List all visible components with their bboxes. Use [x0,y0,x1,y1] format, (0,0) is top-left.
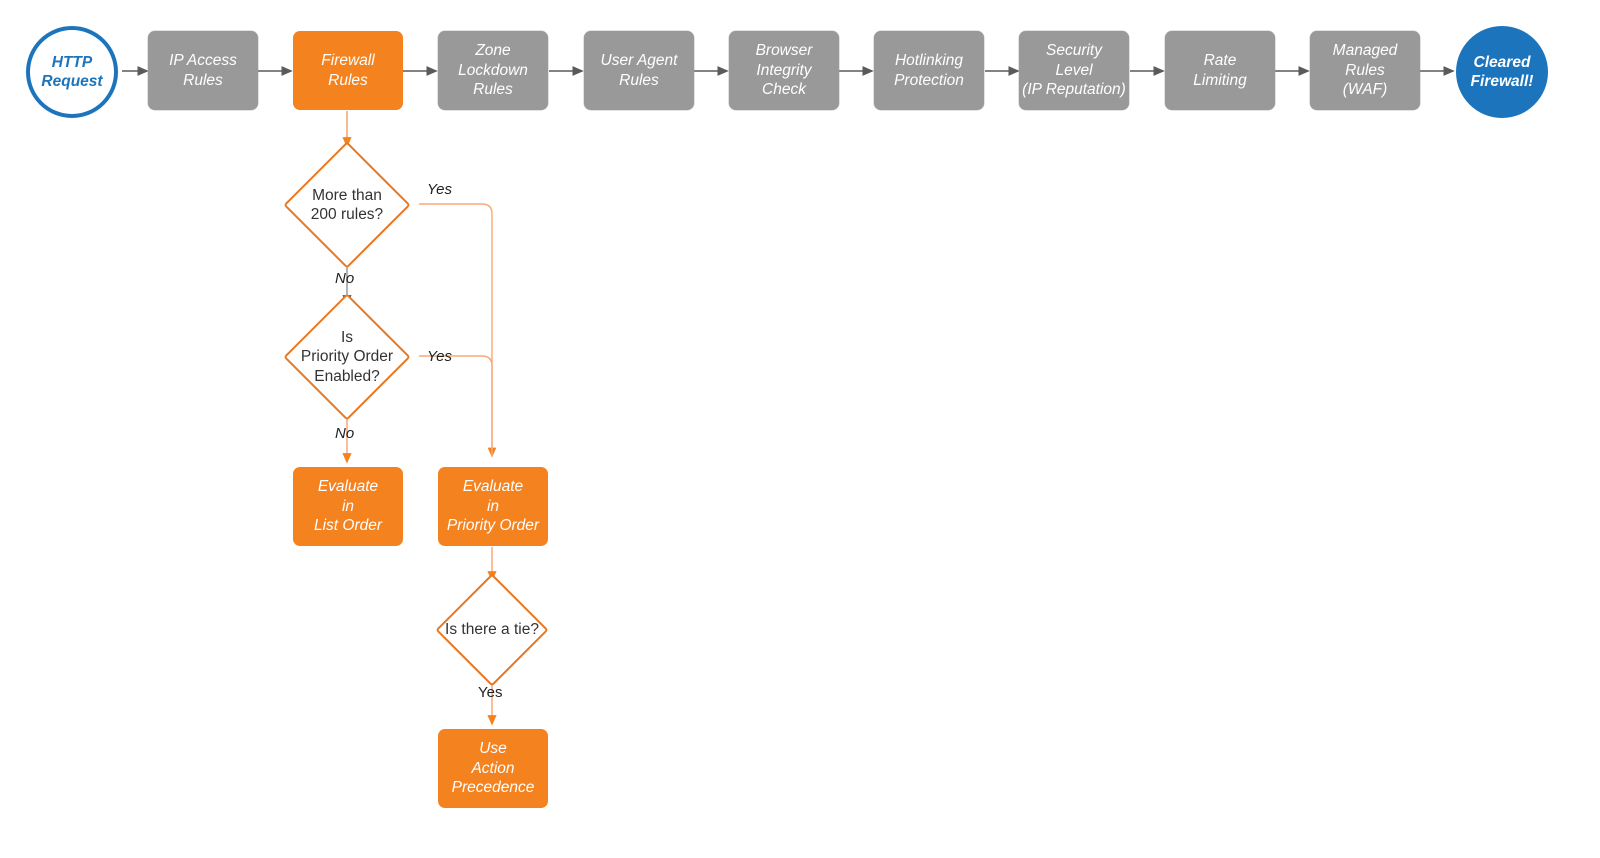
node-zone-lockdown-rules[interactable]: Zone Lockdown Rules [438,31,548,110]
node-ip-access-rules[interactable]: IP Access Rules [148,31,258,110]
node-http-request[interactable]: HTTP Request [26,26,118,118]
node-use-action-precedence[interactable]: Use Action Precedence [438,729,548,808]
node-evaluate-in-list-order[interactable]: Evaluate in List Order [293,467,403,546]
node-user-agent-rules[interactable]: User Agent Rules [584,31,694,110]
node-cleared-firewall-label: Cleared Firewall! [1470,54,1534,90]
node-http-request-label: HTTP Request [41,54,103,90]
node-evaluate-in-priority-order-label: Evaluate in Priority Order [446,478,540,535]
node-browser-integrity-check[interactable]: Browser Integrity Check [729,31,839,110]
node-evaluate-in-priority-order[interactable]: Evaluate in Priority Order [438,467,548,546]
node-hotlinking-protection[interactable]: Hotlinking Protection [874,31,984,110]
node-use-action-precedence-label: Use Action Precedence [451,740,535,797]
node-decision-is-there-a-tie[interactable]: Is there a tie? [422,573,562,687]
edge-label-priority-order-yes: Yes [427,348,453,365]
node-evaluate-in-list-order-label: Evaluate in List Order [313,478,383,535]
edge-more-rules-yes [419,203,497,458]
edge-label-tie-yes: Yes [478,684,503,701]
node-user-agent-rules-label: User Agent Rules [600,52,678,89]
node-security-level-label: Security Level (IP Reputation) [1022,42,1126,99]
edge-label-more-rules-yes: Yes [427,181,453,198]
node-security-level[interactable]: Security Level (IP Reputation) [1019,31,1129,110]
node-managed-rules-waf-label: Managed Rules (WAF) [1332,42,1398,99]
node-zone-lockdown-rules-label: Zone Lockdown Rules [458,42,528,99]
node-decision-is-priority-order-enabled-label: Is Priority Order Enabled? [300,328,394,385]
node-decision-is-priority-order-enabled[interactable]: Is Priority Order Enabled? [277,293,417,421]
node-cleared-firewall[interactable]: Cleared Firewall! [1456,26,1548,118]
node-firewall-rules[interactable]: Firewall Rules [293,31,403,110]
node-decision-more-than-200-rules-label: More than 200 rules? [310,186,384,224]
edge-label-more-rules-no: No [335,270,355,287]
node-rate-limiting[interactable]: Rate Limiting [1165,31,1275,110]
node-ip-access-rules-label: IP Access Rules [169,52,237,89]
node-hotlinking-protection-label: Hotlinking Protection [894,52,964,89]
node-firewall-rules-label: Firewall Rules [321,52,375,89]
edge-priority-order-yes [419,355,493,456]
edge-label-priority-order-no: No [335,425,355,442]
node-browser-integrity-check-label: Browser Integrity Check [755,42,813,99]
node-managed-rules-waf[interactable]: Managed Rules (WAF) [1310,31,1420,110]
node-decision-is-there-a-tie-label: Is there a tie? [445,621,539,639]
node-decision-more-than-200-rules[interactable]: More than 200 rules? [277,141,417,269]
node-rate-limiting-label: Rate Limiting [1193,52,1247,89]
